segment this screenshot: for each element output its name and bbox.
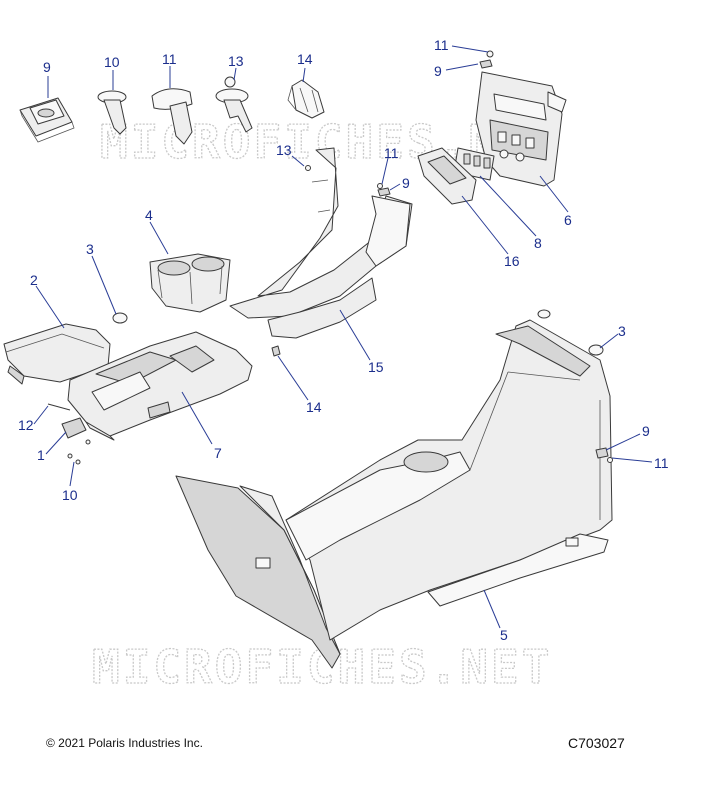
callout-4-cupholder: 4	[145, 207, 153, 223]
copyright-notice: © 2021 Polaris Industries Inc.	[46, 736, 203, 750]
callout-14-clip: 14	[297, 51, 313, 67]
leader-lines	[33, 45, 653, 629]
part-3-grommet-right	[588, 344, 604, 356]
callout-10-pin: 10	[104, 54, 120, 70]
callout-9-top: 9	[434, 63, 442, 79]
part-6-dash-bezel	[475, 71, 567, 187]
callout-1: 1	[37, 447, 45, 463]
part-3-grommet-top	[537, 309, 551, 319]
callout-9-right: 9	[642, 423, 650, 439]
callout-13-rivet: 13	[228, 53, 244, 69]
part-14-clip	[287, 79, 325, 119]
callout-9-mid: 9	[402, 175, 410, 191]
callout-12: 12	[18, 417, 34, 433]
callout-15-side-panel: 15	[368, 359, 384, 375]
part-2-armrest-lid	[3, 323, 111, 385]
drawing-number: C703027	[568, 735, 625, 751]
callout-6-bezel: 6	[564, 212, 572, 228]
small-fasteners	[67, 50, 613, 465]
callout-3-left: 3	[86, 241, 94, 257]
part-4-cupholder	[149, 253, 231, 313]
callout-9-clip: 9	[43, 59, 51, 75]
callout-5-base: 5	[500, 627, 508, 643]
callout-11-mid: 11	[384, 145, 399, 161]
part-5-console-base	[175, 319, 613, 669]
callout-11-top: 11	[434, 37, 449, 53]
part-15-console-side-trim	[229, 147, 413, 339]
callouts: 9 10 11 13 14 11 9 13 11 9 4 6 8 16 3 2 …	[18, 37, 669, 643]
part-1-latch	[61, 417, 87, 439]
part-13-rivet	[215, 76, 253, 133]
callout-7-console: 7	[214, 445, 222, 461]
callout-16-pocket: 16	[504, 253, 520, 269]
part-12-pin	[47, 403, 71, 411]
callout-14-lower: 14	[306, 399, 322, 415]
part-10-push-pin	[97, 90, 127, 135]
part-9-clip-nut	[19, 97, 75, 143]
callout-3-right: 3	[618, 323, 626, 339]
callout-11-right: 11	[654, 455, 669, 471]
part-3-grommet-left	[112, 312, 128, 324]
callout-13-mid: 13	[276, 142, 292, 158]
callout-10-lower: 10	[62, 487, 78, 503]
callout-11-pin: 11	[162, 51, 177, 67]
callout-2-lid: 2	[30, 272, 38, 288]
callout-8-switch-panel: 8	[534, 235, 542, 251]
part-7-console-bin	[67, 331, 253, 441]
part-11-push-pin	[151, 88, 193, 145]
part-16-pocket	[417, 147, 477, 205]
